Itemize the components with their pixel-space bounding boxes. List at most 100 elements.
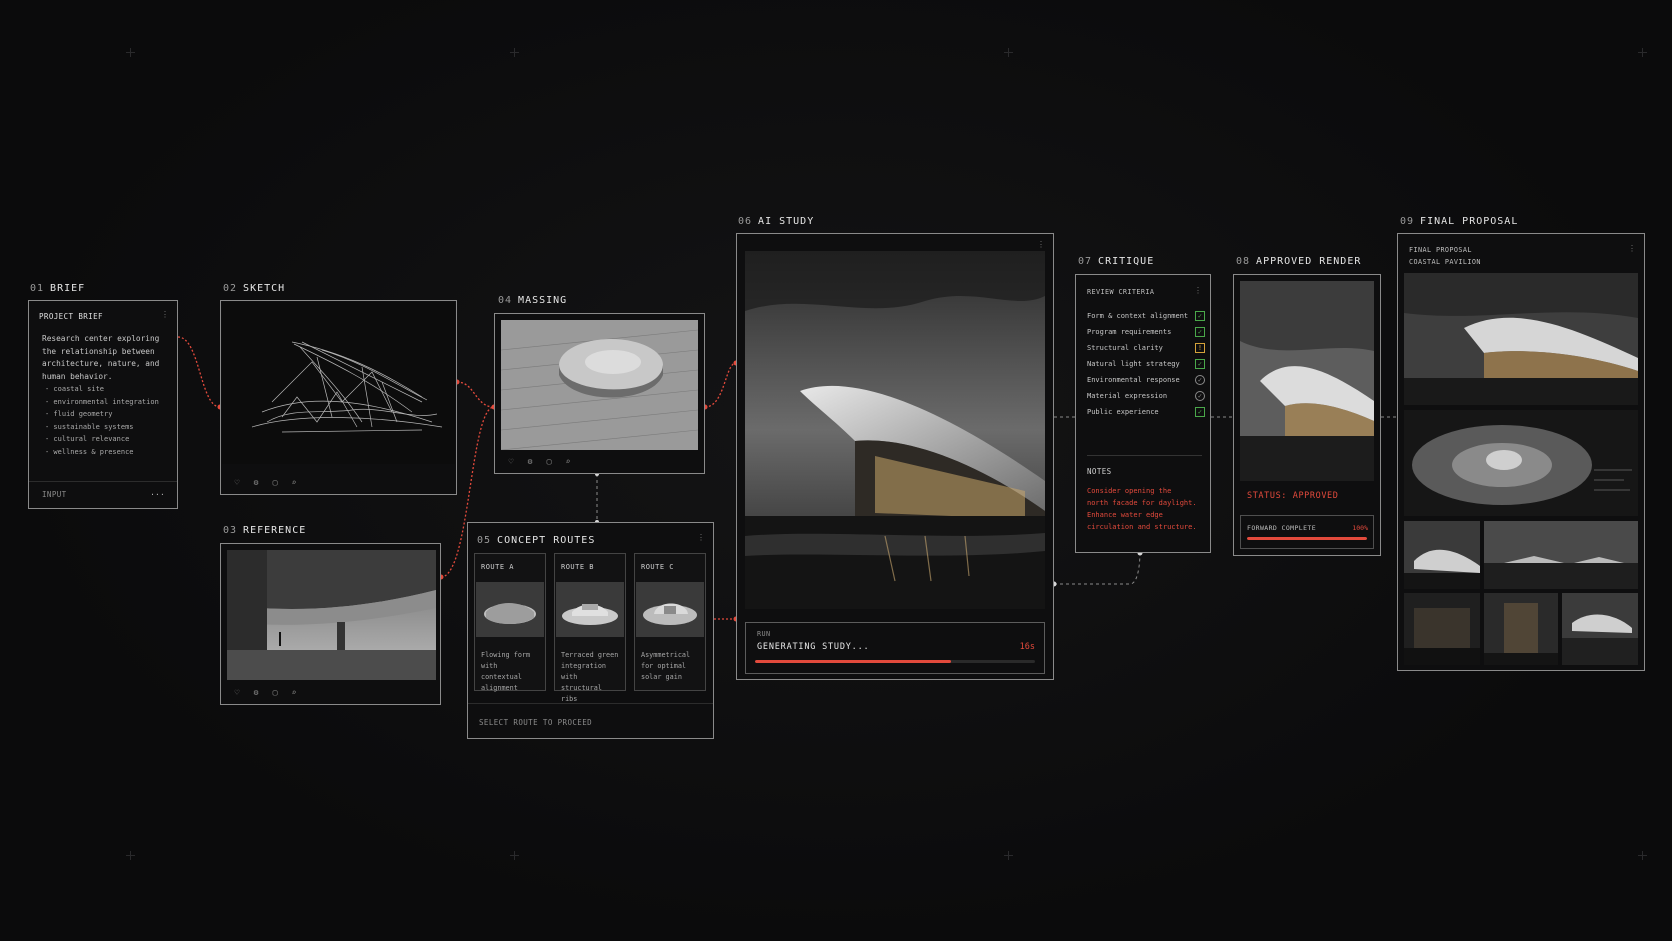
route-label: ROUTE A <box>481 563 515 571</box>
route-description: Asymmetrical for optimal solar gain <box>641 651 691 681</box>
wire-massing-aistudy <box>704 362 737 408</box>
reference-image <box>227 550 436 680</box>
final-thumb-1 <box>1404 521 1480 589</box>
heart-icon[interactable]: ♡ <box>234 687 240 697</box>
wire-brief-sketch <box>177 336 221 408</box>
route-a-card[interactable]: ROUTE A Flowing form with contextual ali… <box>474 553 546 692</box>
reference-node[interactable]: ♡ ⚙ ▢ ⌕ <box>220 543 441 705</box>
more-icon[interactable]: ⋮ <box>1194 286 1202 295</box>
more-icon[interactable]: ⋮ <box>1628 244 1636 253</box>
criteria-label: Natural light strategy <box>1087 360 1180 368</box>
grid-marker <box>1638 851 1647 860</box>
zoom-icon[interactable]: ⌕ <box>291 687 297 697</box>
criteria-item[interactable]: Environmental response ✓ <box>1087 372 1205 388</box>
wire-reference-massing <box>440 406 495 578</box>
final-hero-image <box>1404 273 1638 405</box>
criteria-item[interactable]: Program requirements ✓ <box>1087 324 1205 340</box>
final-thumb-4 <box>1484 593 1558 665</box>
final-node[interactable]: FINAL PROPOSAL COASTAL PAVILION ⋮ <box>1397 233 1645 671</box>
final-thumb-3 <box>1404 593 1480 665</box>
route-label: ROUTE B <box>561 563 595 571</box>
heart-icon[interactable]: ♡ <box>508 456 514 466</box>
brief-bullets: - coastal site - environmental integrati… <box>45 385 159 456</box>
final-thumb-2 <box>1484 521 1638 589</box>
route-description: Flowing form with contextual alignment <box>481 651 531 692</box>
forward-progress-bar <box>1247 537 1367 540</box>
ai-study-node[interactable]: ⋮ RUN GENERATING STUDY... 16s <box>736 233 1054 680</box>
run-status-box: RUN GENERATING STUDY... 16s <box>745 622 1045 674</box>
forward-label: FORWARD COMPLETE <box>1247 524 1317 532</box>
ai-study-render <box>745 251 1045 609</box>
more-icon[interactable]: ⋮ <box>697 533 705 542</box>
more-icon[interactable]: ⋮ <box>161 310 169 319</box>
critique-node[interactable]: REVIEW CRITERIA ⋮ Form & context alignme… <box>1075 274 1211 553</box>
check-icon[interactable]: ✓ <box>1195 327 1205 337</box>
check-icon[interactable]: ✓ <box>1195 375 1205 385</box>
criteria-item[interactable]: Structural clarity! <box>1087 340 1205 356</box>
criteria-label: Material expression <box>1087 392 1168 400</box>
heart-icon[interactable]: ♡ <box>234 477 240 487</box>
more-icon[interactable]: ⋮ <box>1037 240 1045 249</box>
notes-text: Consider opening the north facade for da… <box>1087 487 1197 531</box>
check-icon[interactable]: ✓ <box>1195 359 1205 369</box>
criteria-label: Structural clarity <box>1087 344 1163 352</box>
brief-node[interactable]: PROJECT BRIEF ⋮ Research center explorin… <box>28 300 178 509</box>
criteria-label: Program requirements <box>1087 328 1172 336</box>
forward-box: FORWARD COMPLETE 100% <box>1240 515 1374 549</box>
notes-header: NOTES <box>1087 467 1112 476</box>
route-b-image <box>556 582 624 637</box>
grid-marker <box>1004 48 1013 57</box>
sketch-toolbar: ♡ ⚙ ▢ ⌕ <box>232 477 299 487</box>
forward-percent: 100% <box>1352 524 1368 532</box>
criteria-list: Form & context alignment✓Program require… <box>1087 308 1205 420</box>
check-icon[interactable]: ✓ <box>1195 407 1205 417</box>
approved-node[interactable]: STATUS: APPROVED FORWARD COMPLETE 100% <box>1233 274 1381 556</box>
check-icon[interactable]: ✓ <box>1195 311 1205 321</box>
final-header: FINAL PROPOSAL <box>1409 246 1472 254</box>
check-icon[interactable]: ✓ <box>1195 391 1205 401</box>
approval-status: STATUS: APPROVED <box>1247 491 1339 501</box>
brief-header: PROJECT BRIEF <box>39 312 103 321</box>
sketch-node[interactable]: ♡ ⚙ ▢ ⌕ <box>220 300 457 495</box>
route-c-image <box>636 582 704 637</box>
concept-routes-footer: SELECT ROUTE TO PROCEED <box>479 718 593 727</box>
route-c-card[interactable]: ROUTE C Asymmetrical for optimal solar g… <box>634 553 706 691</box>
zoom-icon[interactable]: ⌕ <box>291 477 297 487</box>
warning-icon[interactable]: ! <box>1195 343 1205 353</box>
massing-node[interactable]: ♡ ⚙ ▢ ⌕ <box>494 313 705 474</box>
settings-icon[interactable]: ⚙ <box>527 456 533 466</box>
wire-aistudy-critique-notes <box>1054 552 1141 585</box>
frame-icon[interactable]: ▢ <box>546 456 552 466</box>
brief-footer: INPUT <box>42 490 67 499</box>
massing-image <box>501 320 698 450</box>
criteria-item[interactable]: Natural light strategy ✓ <box>1087 356 1205 372</box>
settings-icon[interactable]: ⚙ <box>253 477 259 487</box>
grid-marker <box>126 851 135 860</box>
brief-footer-more[interactable]: ... <box>150 488 165 497</box>
grid-marker <box>510 851 519 860</box>
zoom-icon[interactable]: ⌕ <box>565 456 571 466</box>
settings-icon[interactable]: ⚙ <box>253 687 259 697</box>
final-plan-image <box>1404 410 1638 516</box>
route-b-card[interactable]: ROUTE B Terraced green integration with … <box>554 553 626 703</box>
frame-icon[interactable]: ▢ <box>272 687 278 697</box>
massing-toolbar: ♡ ⚙ ▢ ⌕ <box>506 456 573 466</box>
criteria-item[interactable]: Form & context alignment✓ <box>1087 308 1205 324</box>
criteria-item[interactable]: Public experience✓ <box>1087 404 1205 420</box>
critique-header: REVIEW CRITERIA <box>1087 288 1155 296</box>
frame-icon[interactable]: ▢ <box>272 477 278 487</box>
run-progress-bar <box>755 660 1035 663</box>
grid-marker <box>1004 851 1013 860</box>
criteria-item[interactable]: Material expression ✓ <box>1087 388 1205 404</box>
brief-body: Research center exploring the relationsh… <box>42 334 160 381</box>
sketch-image <box>222 302 455 464</box>
criteria-label: Environmental response <box>1087 376 1180 384</box>
approved-render <box>1240 281 1374 481</box>
